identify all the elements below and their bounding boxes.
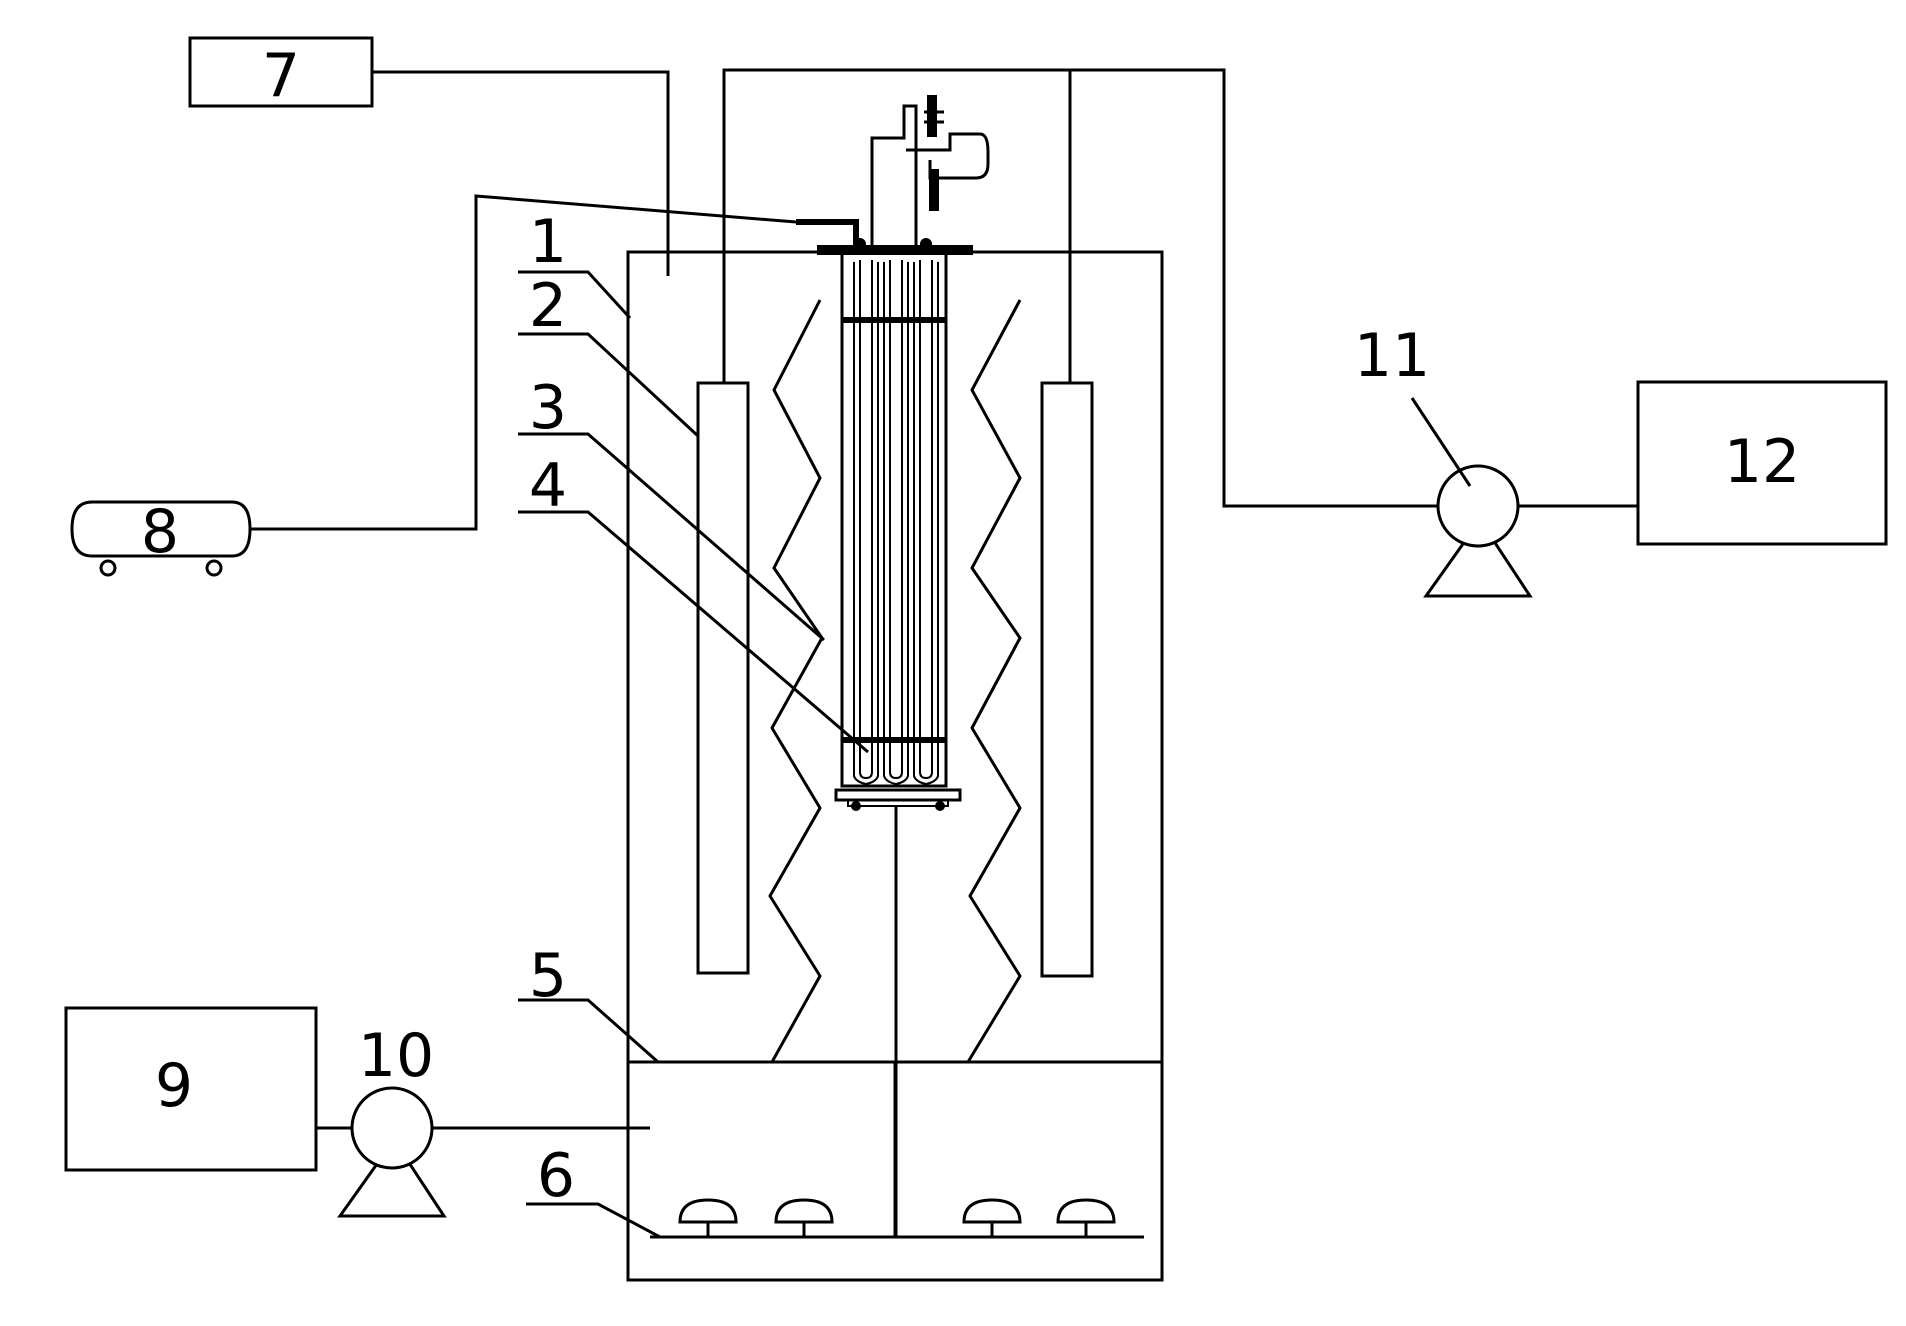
label-3: 3 <box>529 373 567 443</box>
box-7: 7 <box>188 36 670 276</box>
box-9: 9 <box>64 1006 352 1172</box>
air-blower-8: 8 <box>70 194 859 577</box>
pump-10: 10 <box>337 1021 650 1218</box>
electrode-wiring <box>722 68 1638 508</box>
label-9: 9 <box>155 1051 193 1121</box>
valve-fitting <box>870 95 990 246</box>
label-4: 4 <box>529 451 567 521</box>
aeration-diffusers <box>650 1198 1144 1239</box>
callout-3: 3 <box>518 373 825 642</box>
left-zigzag <box>768 299 824 1063</box>
label-1: 1 <box>529 207 567 277</box>
label-2: 2 <box>529 271 567 341</box>
label-7: 7 <box>262 41 300 111</box>
membrane-fibers <box>853 260 939 786</box>
pump-11: 11 <box>1354 321 1533 598</box>
callout-5: 5 <box>518 941 659 1064</box>
right-electrode <box>1040 381 1094 978</box>
zigzag-baffles <box>768 299 1022 1063</box>
label-12: 12 <box>1724 427 1800 497</box>
box-12: 12 <box>1636 380 1888 546</box>
left-electrode <box>696 381 750 975</box>
callout-6: 6 <box>526 1141 661 1239</box>
callout-2: 2 <box>518 271 700 438</box>
label-11: 11 <box>1354 321 1430 391</box>
label-8: 8 <box>141 497 179 567</box>
membrane-module <box>817 238 973 1237</box>
label-10: 10 <box>358 1021 434 1091</box>
label-6: 6 <box>537 1141 575 1211</box>
callout-4: 4 <box>518 451 869 754</box>
right-zigzag <box>966 299 1022 1063</box>
callout-1: 1 <box>518 207 632 320</box>
